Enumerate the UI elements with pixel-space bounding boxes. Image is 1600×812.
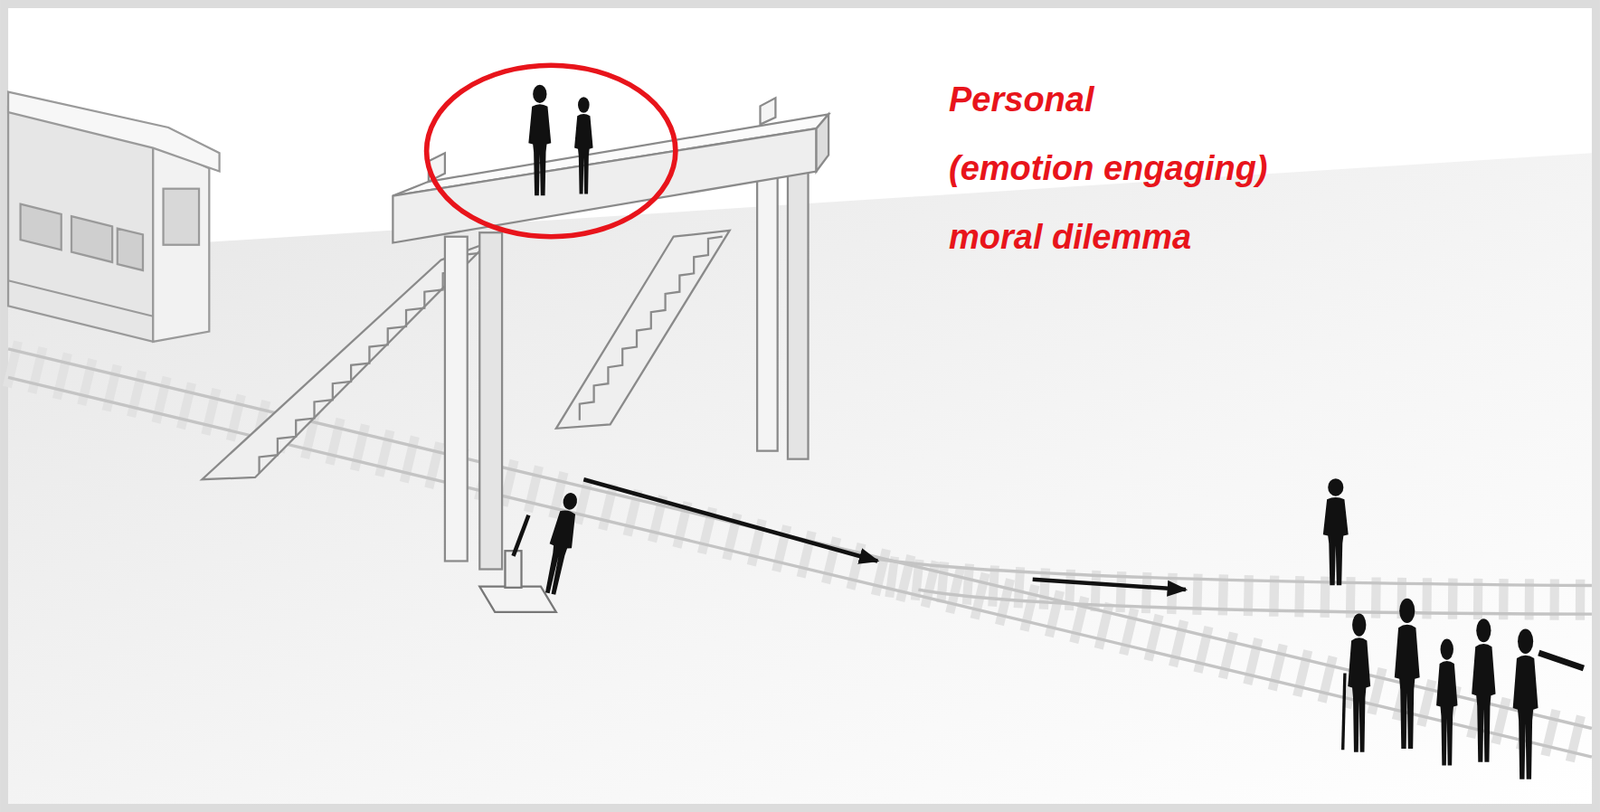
large-man-silhouette	[528, 85, 551, 197]
background	[8, 8, 1592, 805]
five-workers-silhouettes	[1343, 598, 1584, 780]
footbridge	[201, 97, 829, 569]
direction-arrow	[1032, 579, 1186, 590]
bystander-silhouette	[574, 96, 594, 194]
annotation-text: moral dilemma	[948, 217, 1192, 257]
switch-lever	[479, 515, 557, 613]
lever-operator-silhouette	[539, 491, 583, 597]
ground-plane	[8, 152, 1592, 805]
trolley-car	[8, 92, 220, 342]
direction-arrow	[583, 479, 878, 561]
highlight-ellipse	[426, 65, 676, 237]
annotation-text: (emotion engaging)	[948, 148, 1269, 189]
annotation-text: Personal	[948, 79, 1095, 120]
single-worker-silhouette	[1323, 478, 1349, 586]
